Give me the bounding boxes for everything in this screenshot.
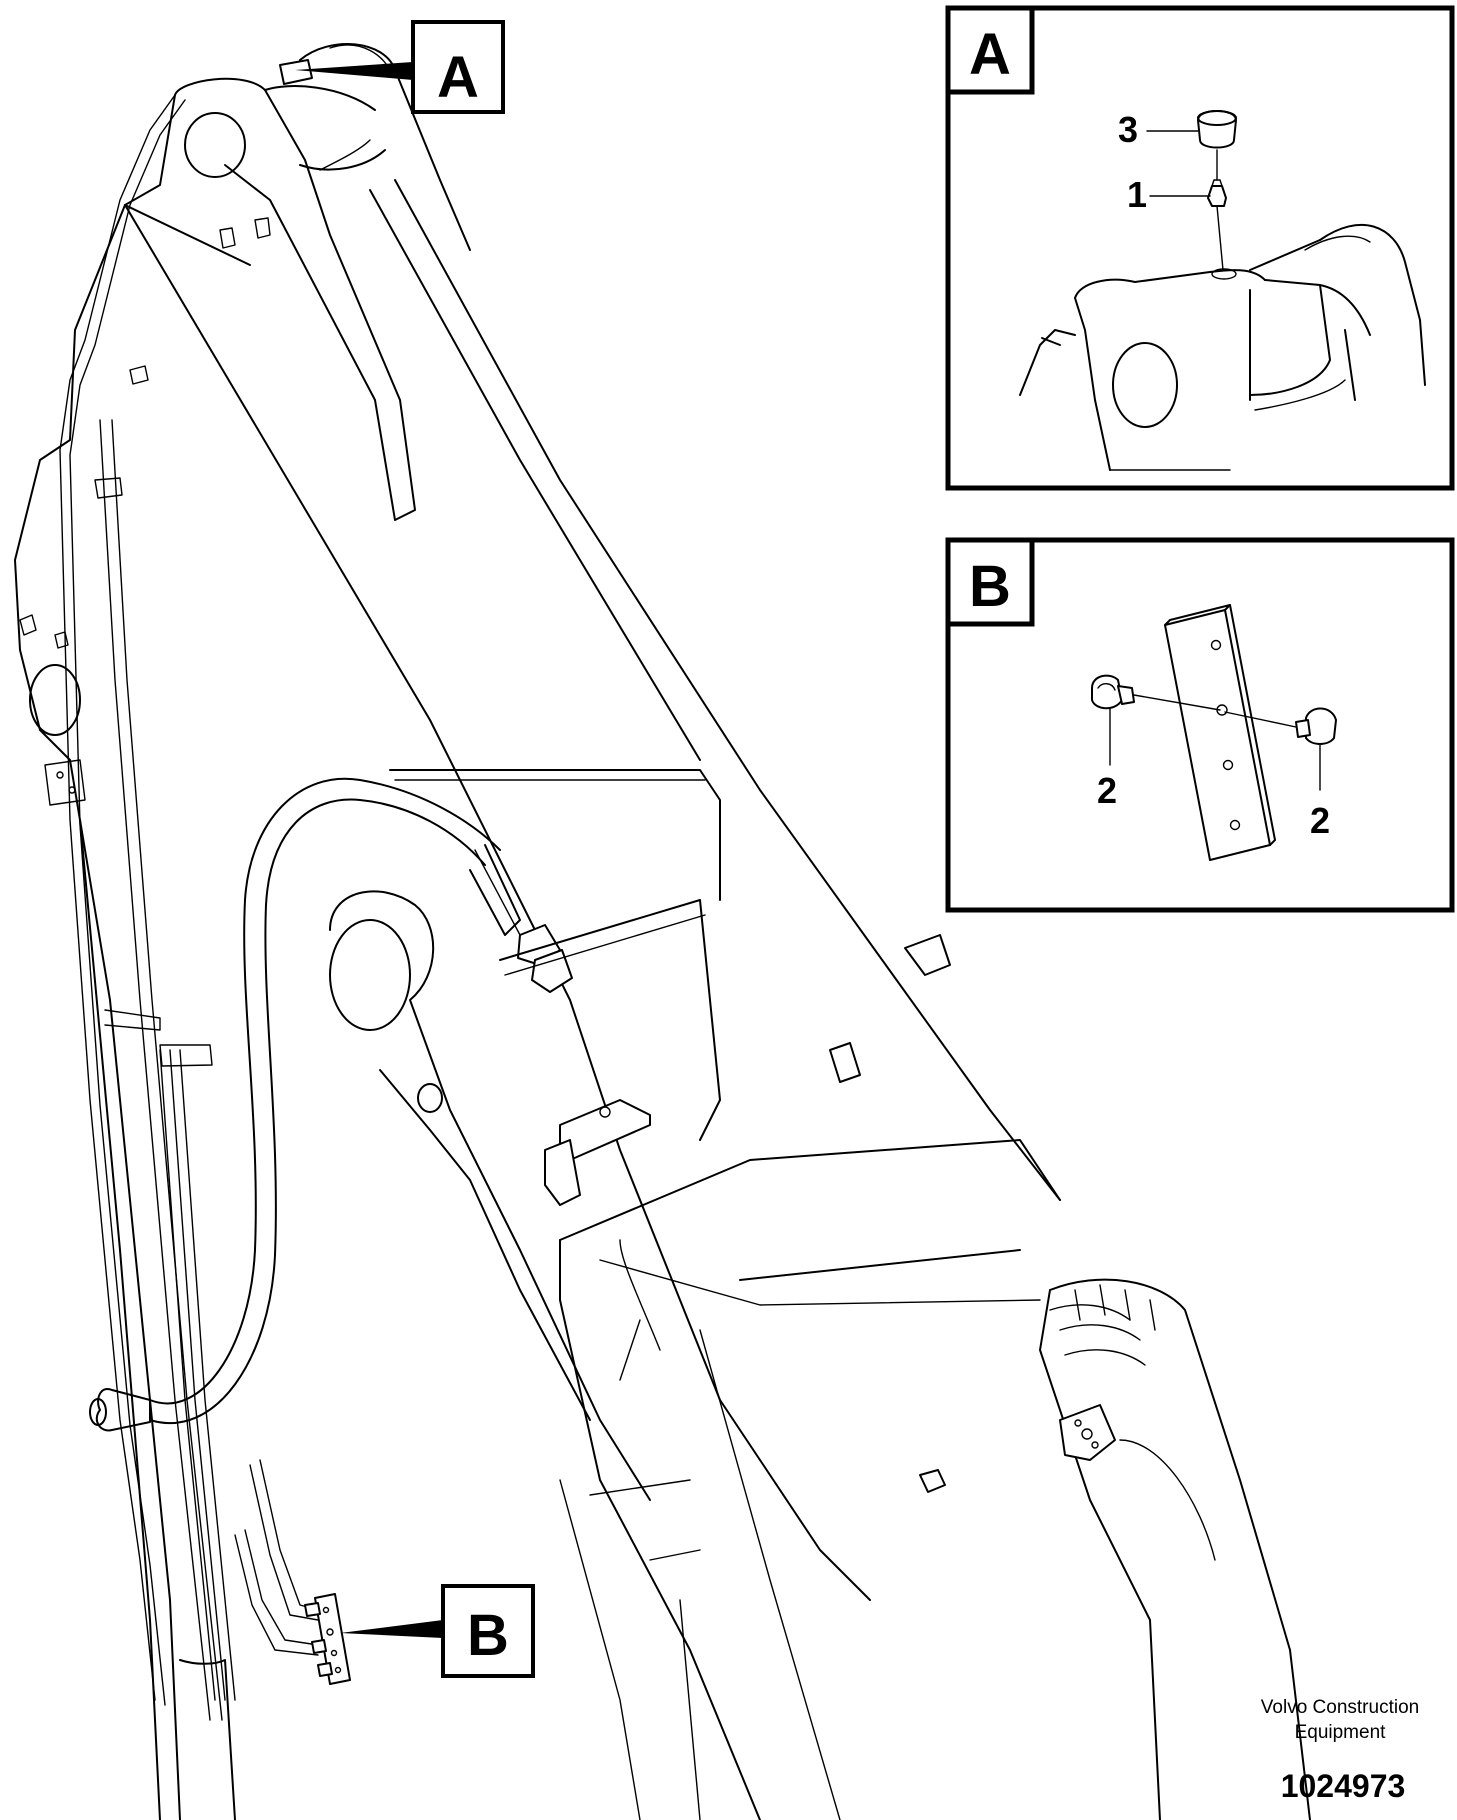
plug-right xyxy=(1305,707,1337,745)
plug-left xyxy=(1091,674,1123,710)
item-3-label: 3 xyxy=(1118,109,1138,150)
item-2-right-label: 2 xyxy=(1310,800,1330,841)
item-2-left-label: 2 xyxy=(1097,770,1117,811)
company-name-line2: Equipment xyxy=(1295,1722,1387,1743)
drawing-number: 1024973 xyxy=(1281,1768,1406,1804)
company-name-line1: Volvo Construction xyxy=(1261,1697,1419,1718)
callout-a-main-label: A xyxy=(437,45,479,110)
manifold-block xyxy=(304,1593,351,1685)
item-1-label: 1 xyxy=(1127,174,1147,215)
callout-b-main-label: B xyxy=(467,1603,509,1668)
callout-b-main: B xyxy=(340,1584,535,1678)
detail-a-panel: A xyxy=(945,5,1455,491)
detail-b-panel: B xyxy=(945,537,1455,913)
detail-a-label: A xyxy=(969,22,1011,87)
cap-part xyxy=(1197,110,1237,149)
callout-a-main: A xyxy=(295,20,505,114)
boom-drawing xyxy=(14,43,1311,1820)
detail-b-label: B xyxy=(969,554,1011,619)
